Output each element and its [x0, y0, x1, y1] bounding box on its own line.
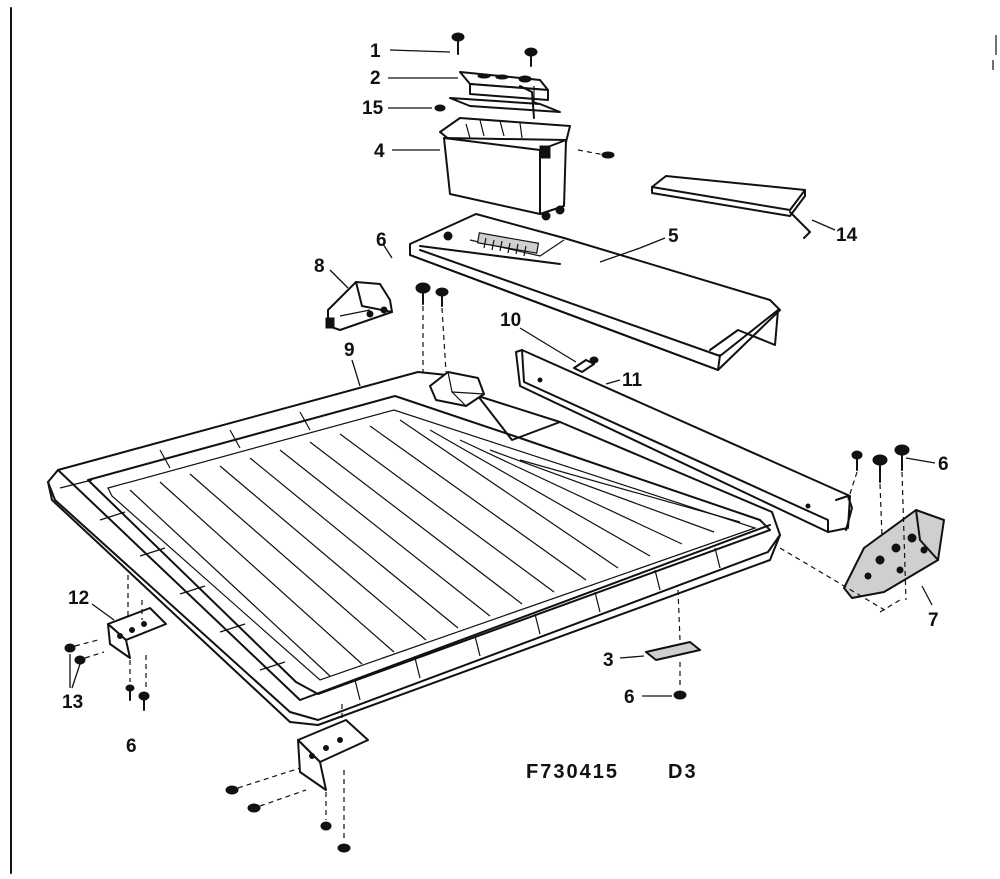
callout-9: 9 [344, 340, 355, 361]
screws-above-block [415, 282, 449, 373]
callout-6-right: 6 [938, 454, 949, 475]
callout-5: 5 [668, 226, 679, 247]
callout-4: 4 [374, 141, 385, 162]
callout-6-top: 6 [376, 230, 387, 251]
figure-code-suffix: D3 [668, 761, 698, 783]
screws-near-bracket-7 [847, 444, 910, 601]
callout-11: 11 [622, 370, 643, 391]
screw-bottom-right [673, 662, 687, 700]
switch-box-part-4 [439, 117, 615, 221]
callout-leaders [69, 49, 936, 697]
rail-part-5 [409, 213, 781, 371]
callout-13: 13 [62, 692, 83, 713]
clip-part-10 [573, 356, 599, 373]
bracket-part-12 [107, 575, 167, 659]
screws-under-bracket-12 [125, 655, 150, 711]
figure-code: F730415 D3 [526, 761, 698, 783]
callout-1: 1 [370, 41, 381, 62]
clip-part-3 [644, 589, 702, 661]
callout-2: 2 [370, 68, 381, 89]
screws-part-13 [64, 639, 105, 665]
callout-14: 14 [836, 225, 858, 246]
end-bracket-part-7 [779, 509, 945, 613]
plate-part-14 [651, 175, 811, 239]
screw-top-right [524, 47, 538, 67]
bracket-lower-front [225, 700, 369, 853]
callout-8: 8 [314, 256, 325, 277]
callout-numbers: 1 2 15 4 14 5 6 8 10 9 11 6 7 12 13 6 3 … [62, 41, 949, 757]
table-top-part-9 [47, 371, 781, 726]
callout-6-left: 6 [126, 736, 137, 757]
gasket-part-15 [434, 85, 561, 119]
page-edge-marks [992, 35, 997, 70]
callout-15: 15 [362, 98, 384, 119]
strip-part-11 [515, 349, 853, 533]
callout-6-bottom: 6 [624, 687, 635, 708]
bracket-part-8 [325, 281, 393, 331]
callout-12: 12 [68, 588, 89, 609]
callout-3: 3 [603, 650, 614, 671]
figure-code-number: F730415 [526, 761, 619, 783]
screw-part-1 [451, 32, 465, 55]
cover-part-2 [459, 71, 549, 101]
callout-10: 10 [500, 310, 521, 331]
callout-7: 7 [928, 610, 939, 631]
